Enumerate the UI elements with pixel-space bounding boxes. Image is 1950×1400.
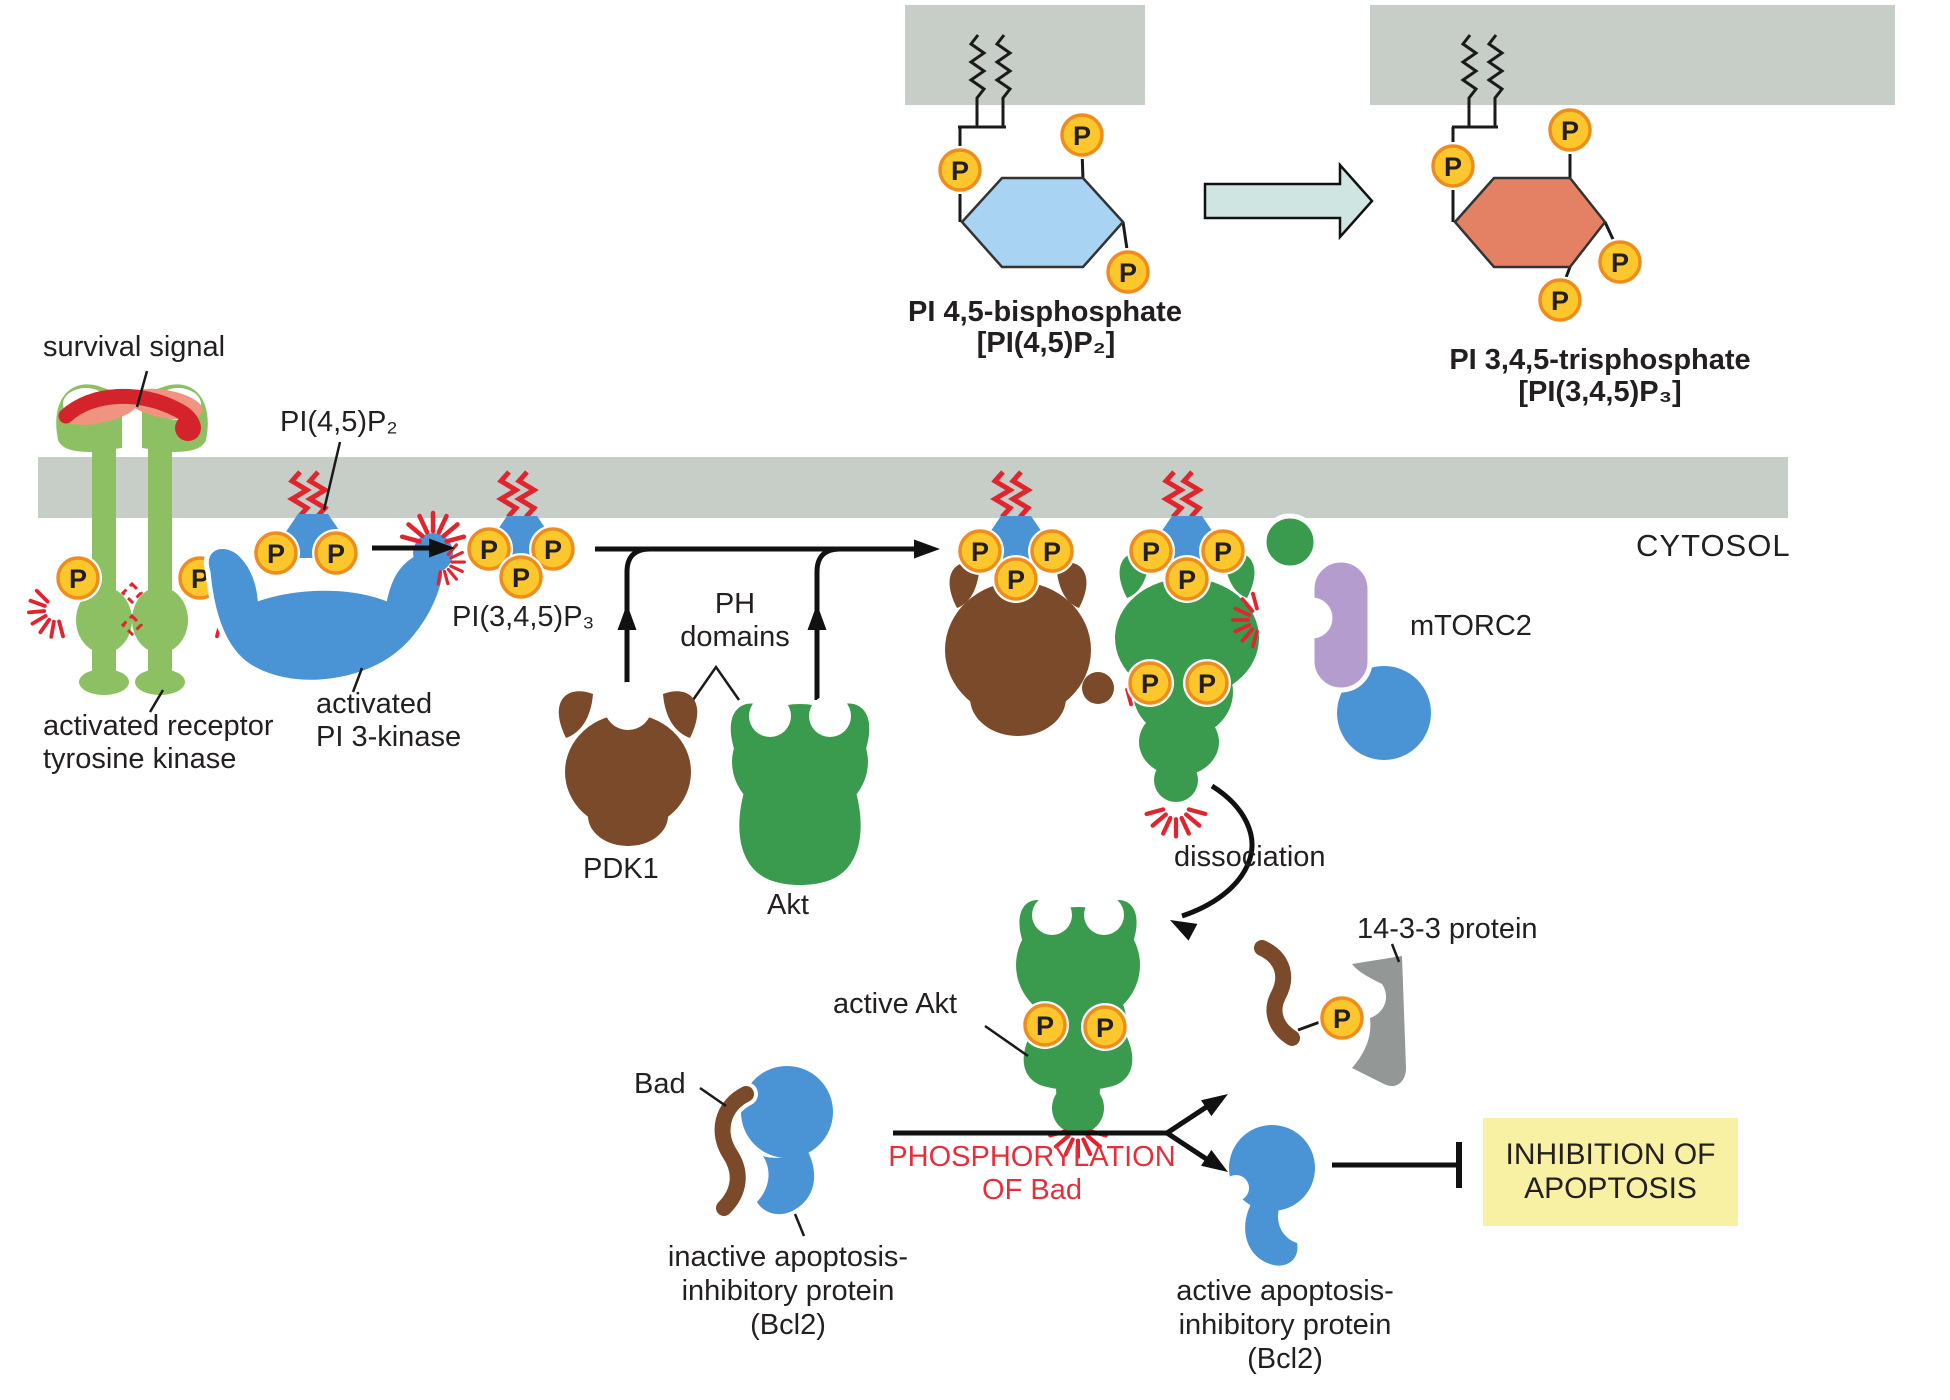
activation-marks (120, 581, 144, 637)
pdk1-docked (945, 472, 1154, 736)
phosphate-badge (1594, 236, 1646, 288)
phosphate-badge (52, 552, 104, 604)
phosphate-badge (1056, 109, 1108, 161)
phosphate-badge (250, 527, 302, 579)
active-akt-label: active Akt (833, 988, 958, 1020)
phosphate-badge (495, 551, 547, 603)
ph-domains-pointer (691, 664, 741, 701)
label-pointers (135, 370, 1401, 1237)
active-bcl2-shape (1223, 1125, 1315, 1266)
dissociation-arrow (1181, 783, 1255, 919)
mtorc2-label: mTORC2 (1410, 610, 1532, 642)
active-akt-shape (1016, 895, 1140, 1157)
activation-burst (17, 586, 69, 649)
pip2-panel-title: PI 4,5-bisphosphate (908, 296, 1182, 328)
dissociation-label: dissociation (1174, 841, 1326, 873)
phosphate-badge (1079, 1001, 1131, 1053)
bad-shape (714, 1086, 754, 1216)
activated-pi3-kinase-label: activated PI 3-kinase (316, 688, 462, 753)
phosphate-badge (1102, 246, 1154, 298)
inhibition-of-apoptosis-text: INHIBITION OF APOPTOSIS (1505, 1138, 1716, 1205)
pip3-panel (1427, 33, 1646, 326)
phosphorylation-of-bad-label: PHOSPHORYLATION OF Bad (888, 1141, 1176, 1206)
phosphate-badge (1534, 274, 1586, 326)
phospho-bad-shape (1254, 940, 1300, 1046)
protein-14-3-3-label: 14-3-3 protein (1357, 913, 1538, 945)
recruitment-arrows (595, 539, 940, 700)
conversion-arrow (1203, 161, 1374, 241)
cytosol-label: CYTOSOL (1636, 528, 1791, 563)
protein-14-3-3-shape (1250, 936, 1406, 1087)
inhibition-bar (1332, 1142, 1462, 1188)
inositol-ring-pip2 (960, 176, 1125, 269)
activation-burst (1147, 809, 1206, 836)
ph-domains-label: PH domains (680, 588, 790, 653)
inactive-bcl2-label: inactive apoptosis- inhibitory protein (… (667, 1241, 909, 1341)
phosphate-badge (1544, 104, 1596, 156)
active-bcl2-label: active apoptosis- inhibitory protein (Bc… (1176, 1275, 1394, 1375)
phosphate-badge (1181, 657, 1233, 709)
pip2-panel-formula: [PI(4,5)P₂] (976, 327, 1116, 359)
phosphorylation-fork (893, 1086, 1234, 1180)
phosphate-badge (1019, 999, 1071, 1051)
phosphate-badge (990, 553, 1042, 605)
akt-shape (730, 695, 870, 885)
survival-ligand (58, 388, 203, 441)
phosphate-badge (934, 144, 986, 196)
phosphate-badge (1427, 140, 1479, 192)
phosphate-badge (310, 527, 362, 579)
inositol-ring-pip3 (1453, 176, 1607, 269)
pip3-panel-formula: [PI(3,4,5)P₃] (1518, 376, 1682, 408)
survival-signal-label: survival signal (43, 331, 226, 363)
bad-label: Bad (634, 1068, 686, 1100)
phosphate-badge (1124, 657, 1176, 709)
akt-docked (1115, 472, 1259, 836)
activated-receptor-label: activated receptor tyrosine kinase (43, 710, 274, 775)
phosphate-badge (1161, 553, 1213, 605)
pdk1-shape (558, 682, 698, 846)
membrane-patch-left (905, 5, 1145, 105)
inhibition-of-apoptosis-box: INHIBITION OF APOPTOSIS (1483, 1118, 1738, 1226)
phosphate-badge (1316, 992, 1368, 1044)
membrane-patch-right (1370, 5, 1895, 105)
pdk1-label: PDK1 (583, 853, 659, 885)
pip3-panel-title: PI 3,4,5-trisphosphate (1449, 344, 1751, 376)
pip2-label: PI(4,5)P₂ (280, 406, 398, 438)
akt-label: Akt (767, 889, 809, 921)
mtorc2-complex (1230, 513, 1431, 760)
pip2-panel (934, 33, 1154, 298)
pip3-label: PI(3,4,5)P₃ (452, 601, 595, 633)
bad-bcl2-complex (710, 1066, 833, 1220)
